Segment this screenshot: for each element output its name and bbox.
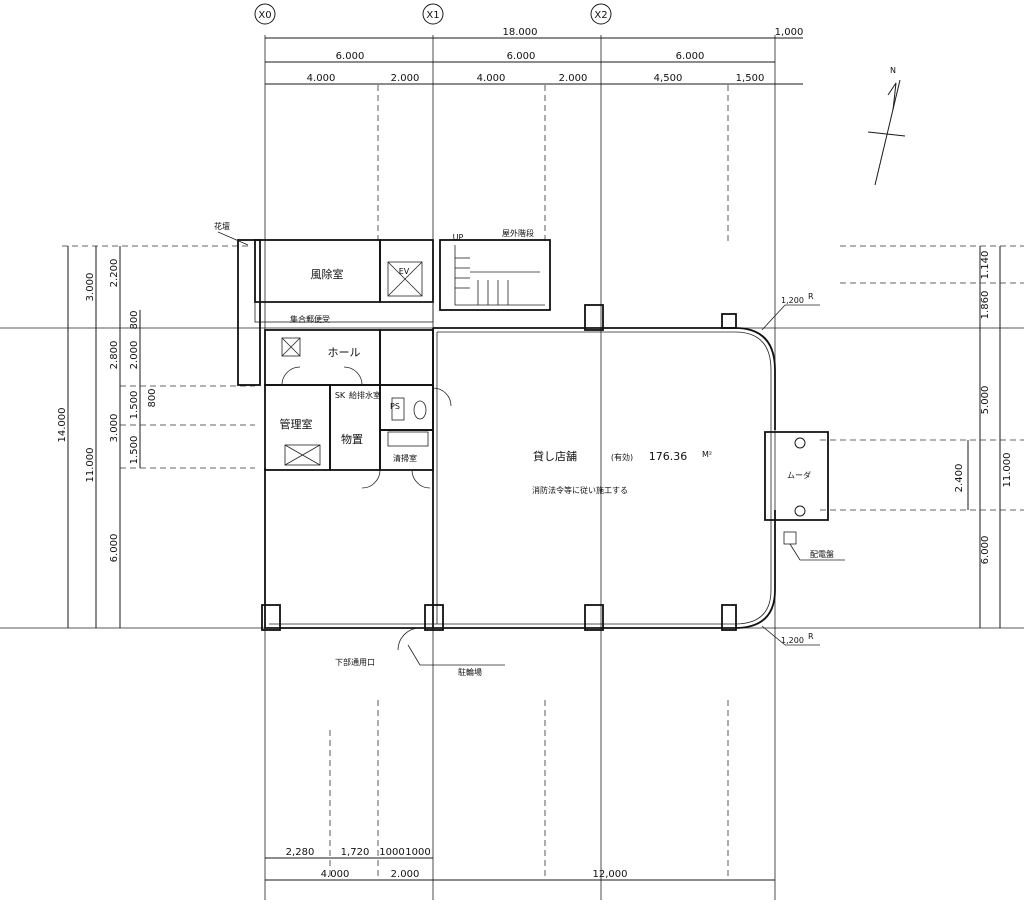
dim-sub-6: 1,500 (736, 73, 765, 84)
vertical-grid-lines (264, 35, 776, 900)
right-dimensions: 1.140 1.860 5.000 6.000 11.000 2.400 (954, 246, 1013, 628)
radius-unit-top: R (808, 292, 814, 301)
dim-left-part-1: 2.200 (109, 259, 120, 288)
dim-right-part-4: 6.000 (980, 536, 991, 565)
distribution-label: 配電盤 (810, 549, 834, 559)
bottom-label: 駐輪場 (458, 667, 482, 677)
dim-sub-3: 4.000 (477, 73, 506, 84)
shop-area-unit: M² (702, 450, 712, 459)
entrance-label: 下部通用口 (335, 657, 375, 667)
dim-right-overall: 11.000 (1002, 453, 1013, 488)
north-label: N (890, 66, 896, 75)
shop-area: 176.36 (649, 450, 688, 463)
dim-sub-5: 4,500 (654, 73, 683, 84)
dim-left-fine-5: 1.500 (129, 436, 140, 465)
room-outdoor-stair: 屋外階段 (502, 228, 534, 238)
side-box (764, 431, 829, 545)
dim-left-part-2: 2.800 (109, 341, 120, 370)
dim-left-fine-1: 800 (129, 310, 140, 329)
dim-left-fine-4: 800 (147, 388, 158, 407)
axis-label-x0: X0 (258, 10, 271, 21)
room-flowerbed: 花壇 (214, 221, 230, 231)
dim-total: 18.000 (503, 27, 538, 38)
dim-left-part-4: 6.000 (109, 534, 120, 563)
room-storage: 物置 (341, 432, 363, 446)
dim-left-fine-2: 2.000 (129, 341, 140, 370)
top-dimensions: 18.000 1,000 6.000 6.000 6.000 4.000 2.0… (265, 27, 804, 85)
room-sk: SK (335, 391, 346, 400)
dim-bottom-main-1: 4.000 (321, 869, 350, 880)
dim-left-part-3: 3.000 (109, 414, 120, 443)
axis-markers: X0 X1 X2 (254, 3, 612, 25)
parking-mark: ムーダ (787, 470, 811, 480)
dim-sub-4: 2.000 (559, 73, 588, 84)
dim-bottom-sub-2: 1,720 (341, 847, 370, 858)
room-ps: PS (390, 402, 400, 411)
dim-overhang: 1,000 (775, 27, 804, 38)
dim-sub-1: 4.000 (307, 73, 336, 84)
room-office: 管理室 (280, 417, 313, 431)
horizontal-grid-lines (0, 245, 1024, 629)
dim-bottom-sub-4: 1000 (405, 847, 430, 858)
axis-label-x1: X1 (426, 10, 439, 21)
room-ev: EV (399, 267, 410, 276)
radius-unit-bottom: R (808, 632, 814, 641)
dim-bottom-sub-3: 1000 (379, 847, 404, 858)
shop-area-note: (有効) (611, 452, 633, 462)
dim-bottom-main-3: 12,000 (593, 869, 628, 880)
dim-left-mid-2: 11.000 (85, 448, 96, 483)
left-dimensions: 14.000 3.000 11.000 2.200 2.800 3.000 6.… (57, 246, 158, 628)
dim-bay-1: 6.000 (336, 51, 365, 62)
dim-bottom-main-2: 2.000 (391, 869, 420, 880)
room-shop: 貸し店舗 (533, 449, 577, 463)
dim-left-overall: 14.000 (57, 408, 68, 443)
room-misc: 給排水室 (349, 390, 381, 400)
dim-right-inner: 2.400 (954, 464, 965, 493)
dim-sub-2: 2.000 (391, 73, 420, 84)
radius-callouts (217, 231, 845, 666)
dim-right-part-2: 1.860 (980, 291, 991, 320)
room-mailbox: 集合郵便受 (290, 314, 330, 324)
room-up: UP (453, 233, 464, 242)
dim-bay-2: 6.000 (507, 51, 536, 62)
dim-bay-3: 6.000 (676, 51, 705, 62)
bottom-dimensions: 2,280 1,720 1000 1000 4.000 2.000 12,000 (265, 847, 775, 881)
north-arrow-icon: N (867, 66, 906, 186)
dim-left-mid-1: 3.000 (85, 273, 96, 302)
dim-right-part-3: 5.000 (980, 386, 991, 415)
room-windroom: 風除室 (311, 267, 344, 281)
room-hall: ホール (328, 346, 361, 359)
dim-left-fine-3: 1.500 (129, 391, 140, 420)
room-cleaning: 清掃室 (393, 453, 417, 463)
radius-label-bottom: 1,200 (781, 636, 804, 645)
radius-label-top: 1,200 (781, 296, 804, 305)
building-walls (237, 239, 776, 651)
shop-note: 消防法令等に従い施工する (532, 485, 628, 495)
dim-bottom-sub-1: 2,280 (286, 847, 315, 858)
dim-right-part-1: 1.140 (980, 251, 991, 280)
axis-label-x2: X2 (594, 10, 607, 21)
